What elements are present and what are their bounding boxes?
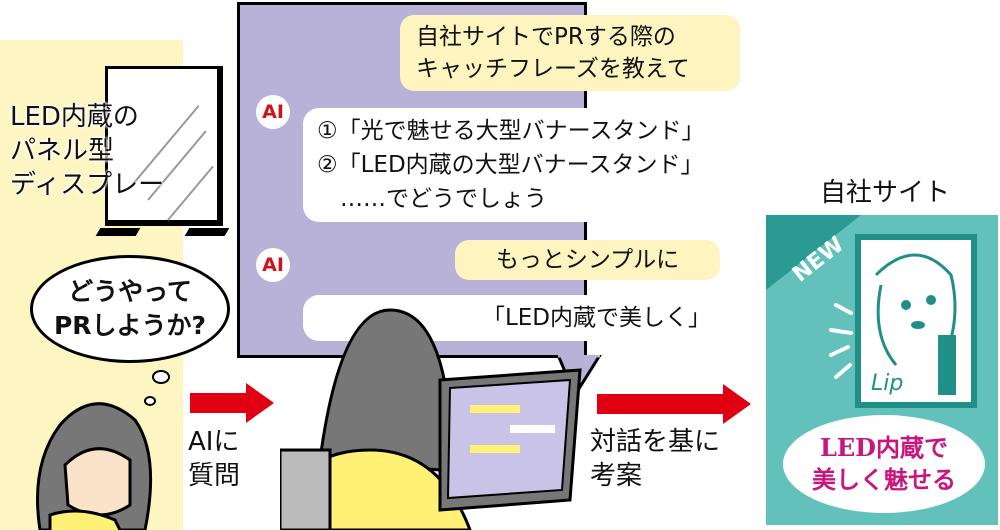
consider-label: 対話を基に 考案: [590, 427, 721, 491]
ai-badge: AI: [256, 95, 290, 129]
thought-dot: [144, 396, 156, 406]
arrow-right-icon: [190, 383, 274, 423]
thought-dot: [152, 370, 170, 384]
arrow-right-icon: [597, 384, 751, 424]
user-message-1: 自社サイトでPRする際の キャッチフレーズを教えて: [400, 15, 740, 91]
catchphrase: LED内蔵で 美しく魅せる: [783, 415, 985, 513]
person-with-laptop-illustration: [280, 308, 582, 530]
thought-bubble: どうやって PRしようか?: [30, 255, 230, 363]
panel-display-illustration: [95, 66, 230, 236]
thinking-person-illustration: [36, 402, 153, 530]
ai-reply-1: ①「光で魅せる大型バナースタンド」 ②「LED内蔵の大型バナースタンド」 ……で…: [303, 108, 735, 222]
ai-badge: AI: [256, 248, 290, 282]
user-message-2: もっとシンプルに: [455, 240, 720, 280]
ask-ai-label: AIに 質問: [188, 427, 241, 491]
svg-text:Lip: Lip: [871, 371, 903, 396]
display-label: LED内蔵の パネル型 ディスプレー: [10, 102, 165, 200]
site-title: 自社サイト: [820, 178, 951, 208]
site-illustration: NEW Lip: [766, 215, 977, 408]
